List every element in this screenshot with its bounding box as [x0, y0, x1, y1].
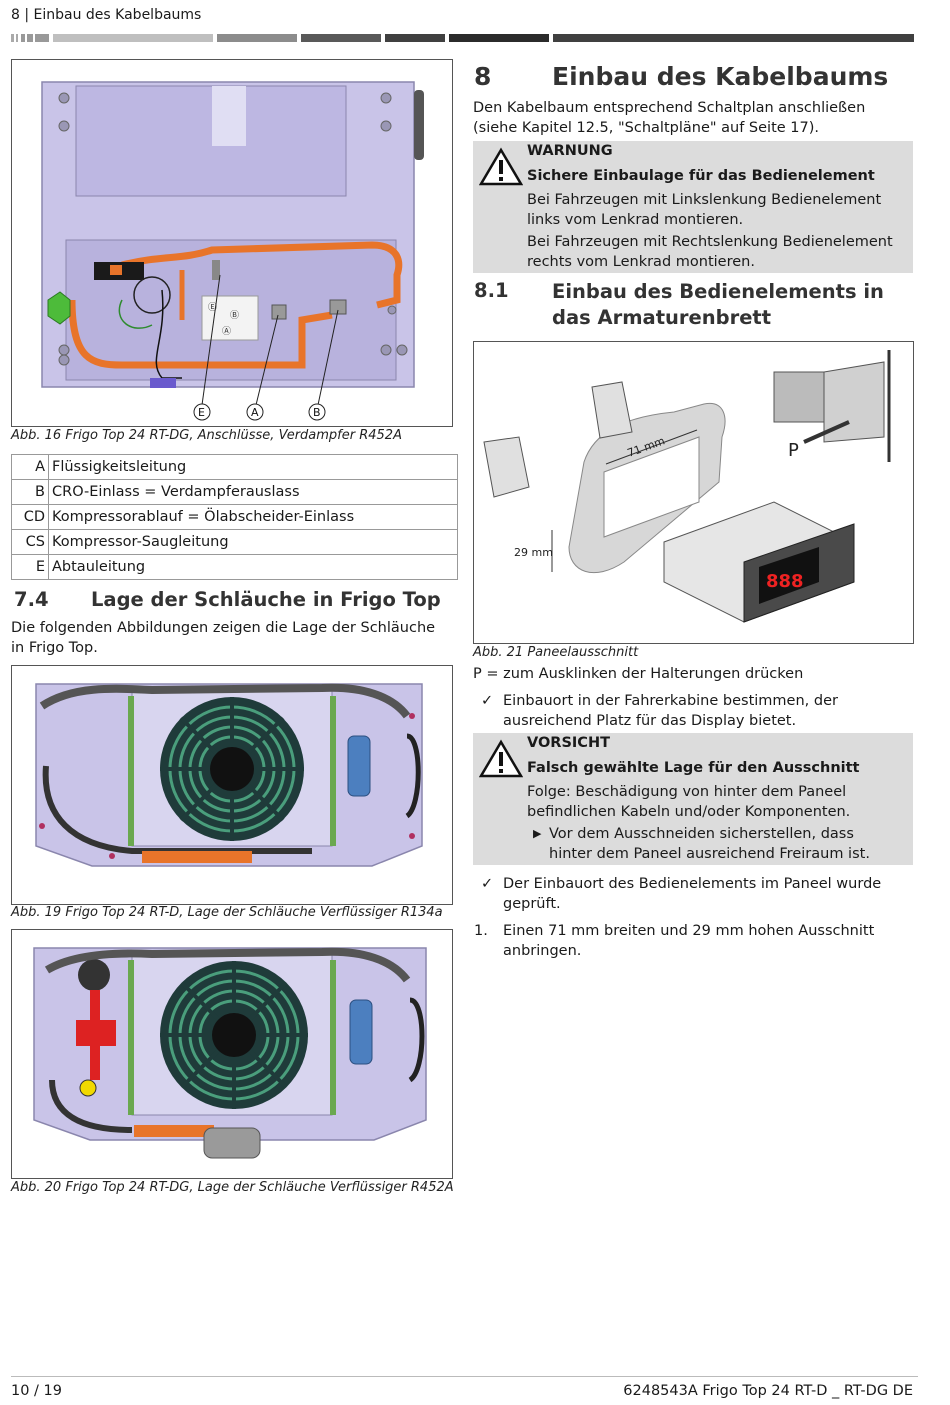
check-icon: ✓ — [481, 693, 494, 709]
check-icon: ✓ — [481, 876, 494, 892]
condenser-r452a-illustration — [33, 947, 427, 1159]
panel-label-b: Ⓑ — [230, 310, 239, 321]
caution-text: Folge: Beschädigung von hinter dem Panee… — [527, 784, 851, 820]
section-7-4-text: Die folgenden Abbildungen zeigen die Lag… — [11, 620, 436, 656]
callout-e: E — [198, 406, 205, 419]
caution-level: VORSICHT — [527, 735, 610, 751]
condenser-r134a-illustration — [35, 683, 423, 867]
check-1-text: Einbauort in der Fahrerkabine bestimmen,… — [503, 693, 838, 729]
section-8-number: 8 — [474, 62, 492, 91]
warning-text-1: Bei Fahrzeugen mit Linkslenkung Bedienel… — [527, 192, 882, 228]
display-digits: 888 — [766, 571, 804, 592]
panel-label-e: Ⓔ — [208, 302, 217, 313]
section-7-4-number: 7.4 — [14, 588, 49, 611]
cutout-height-label: 29 mm — [514, 546, 553, 559]
figure-21-caption: Abb. 21 Paneelausschnitt — [473, 645, 639, 660]
figure-20 — [11, 929, 453, 1179]
warning-box: WARNUNG Sichere Einbaulage für das Bedie… — [473, 141, 913, 273]
warning-level: WARNUNG — [527, 143, 613, 159]
p-label: P — [788, 440, 799, 461]
figure-19-caption: Abb. 19 Frigo Top 24 RT-D, Lage der Schl… — [11, 905, 443, 920]
section-8-1-number: 8.1 — [474, 279, 509, 302]
panel-cutout-illustration: 71 mm 29 mm 888 P — [483, 350, 891, 623]
running-header: 8 | Einbau des Kabelbaums — [11, 7, 202, 23]
figure-16-caption: Abb. 16 Frigo Top 24 RT-DG, Anschlüsse, … — [11, 428, 402, 443]
footer-page-number: 10 / 19 — [11, 1383, 63, 1399]
footer-divider — [11, 1376, 918, 1377]
check-2-text: Der Einbauort des Bedienelements im Pane… — [503, 876, 882, 912]
action-arrow-icon: ▶ — [533, 827, 542, 840]
figure-19 — [11, 665, 453, 905]
p-note: P = zum Ausklinken der Halterungen drück… — [473, 666, 804, 682]
figure-21: 71 mm 29 mm 888 P — [473, 341, 914, 644]
warning-triangle-icon — [479, 147, 523, 186]
warning-text-2: Bei Fahrzeugen mit Rechtslenkung Bediene… — [527, 234, 893, 270]
step-1-number: 1. — [474, 923, 488, 939]
caution-title: Falsch gewählte Lage für den Ausschnitt — [527, 760, 860, 776]
figure-20-caption: Abb. 20 Frigo Top 24 RT-DG, Lage der Sch… — [11, 1180, 454, 1195]
section-7-4-title: Lage der Schläuche in Frigo Top — [91, 588, 441, 611]
section-8-1-title: Einbau des Bedienelements in das Armatur… — [552, 280, 884, 329]
step-1-text: Einen 71 mm breiten und 29 mm hohen Auss… — [503, 923, 875, 959]
panel-label-a: Ⓐ — [222, 326, 231, 337]
callout-b: B — [313, 406, 321, 419]
callout-a: A — [251, 406, 259, 419]
header-bar — [11, 34, 914, 42]
section-8-title: Einbau des Kabelbaums — [552, 62, 889, 91]
figure-16: Ⓔ Ⓑ Ⓐ E A B — [11, 59, 453, 427]
footer-doc-id: 6248543A Frigo Top 24 RT-D _ RT-DG DE — [623, 1383, 913, 1399]
warning-title: Sichere Einbaulage für das Bedienelement — [527, 168, 875, 184]
section-8-text: Den Kabelbaum entsprechend Schaltplan an… — [473, 100, 866, 136]
evaporator-illustration: Ⓔ Ⓑ Ⓐ E A B — [41, 81, 424, 421]
caution-action: Vor dem Ausschneiden sicherstellen, dass… — [549, 826, 870, 862]
caution-box: VORSICHT Falsch gewählte Lage für den Au… — [473, 733, 913, 865]
caution-triangle-icon — [479, 739, 523, 778]
